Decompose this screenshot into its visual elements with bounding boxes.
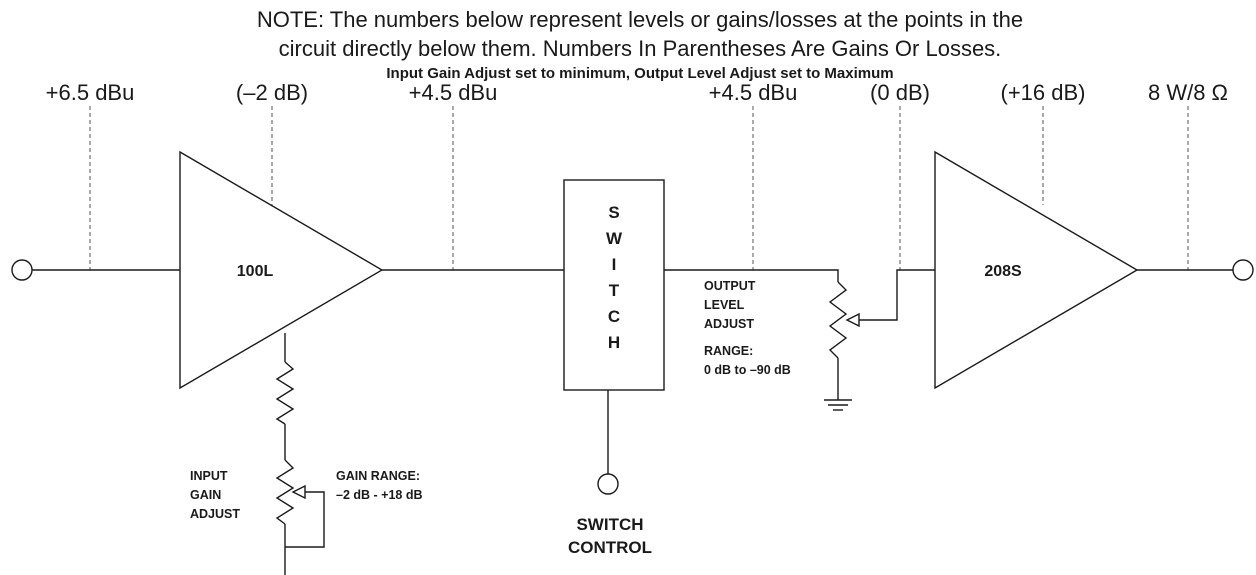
switch-letters: S W I T C H (606, 203, 623, 352)
switch-letter-w: W (606, 229, 623, 248)
input-gain-label-1: INPUT (190, 469, 228, 483)
note-line-2: circuit directly below them. Numbers In … (279, 36, 1002, 61)
reference-lines (89, 106, 1189, 270)
output-terminal (1232, 259, 1254, 281)
amp-100l-triangle (179, 150, 384, 390)
amp-100l-label: 100L (237, 263, 274, 280)
gain-wiper-loop-wire (285, 491, 325, 548)
switch-letter-s: S (608, 203, 619, 222)
level-amp1-gain: (–2 dB) (236, 80, 308, 105)
input-terminal (11, 259, 33, 281)
switch-control-label-1: SWITCH (576, 515, 643, 534)
output-level-label-1: OUTPUT (704, 279, 756, 293)
level-switch-out: +4.5 dBu (709, 80, 798, 105)
output-level-pot (828, 281, 848, 359)
input-gain-wiper-arrow-icon (291, 484, 306, 500)
output-level-range-1: RANGE: (704, 344, 753, 358)
switch-letter-t: T (609, 281, 620, 300)
amp-208s-label: 208S (984, 263, 1022, 280)
input-gain-range-2: –2 dB - +18 dB (336, 488, 423, 502)
level-amp2-gain: (+16 dB) (1001, 80, 1086, 105)
level-pot-gain: (0 dB) (870, 80, 930, 105)
amp-208s-triangle (934, 150, 1139, 390)
input-gain-label-2: GAIN (190, 488, 221, 502)
output-level-label: OUTPUT LEVEL ADJUST RANGE: 0 dB to –90 d… (704, 279, 791, 377)
switch-control-label-2: CONTROL (568, 538, 652, 557)
output-level-wiper-arrow-icon (845, 312, 860, 328)
switch-control-terminal (597, 473, 619, 495)
switch-to-pot-wire (664, 269, 839, 282)
switch-letter-i: I (612, 255, 617, 274)
note-line-1: NOTE: The numbers below represent levels… (257, 7, 1023, 32)
output-level-label-2: LEVEL (704, 298, 745, 312)
output-level-label-3: ADJUST (704, 317, 754, 331)
ground-icon (824, 399, 852, 411)
switch-letter-h: H (608, 333, 620, 352)
switch-box (563, 179, 665, 391)
input-gain-label: INPUT GAIN ADJUST GAIN RANGE: –2 dB - +1… (190, 469, 423, 521)
switch-letter-c: C (608, 307, 620, 326)
wiper-to-amp2-wire (859, 269, 935, 321)
level-output: 8 W/8 Ω (1148, 80, 1228, 105)
level-amp1-out: +4.5 dBu (409, 80, 498, 105)
note-subtitle: Input Gain Adjust set to minimum, Output… (386, 65, 893, 82)
gain-fixed-resistor (275, 361, 295, 425)
level-input: +6.5 dBu (46, 80, 135, 105)
input-gain-range-1: GAIN RANGE: (336, 469, 420, 483)
input-gain-pot (275, 459, 295, 525)
output-level-range-2: 0 dB to –90 dB (704, 363, 791, 377)
input-gain-label-3: ADJUST (190, 507, 240, 521)
